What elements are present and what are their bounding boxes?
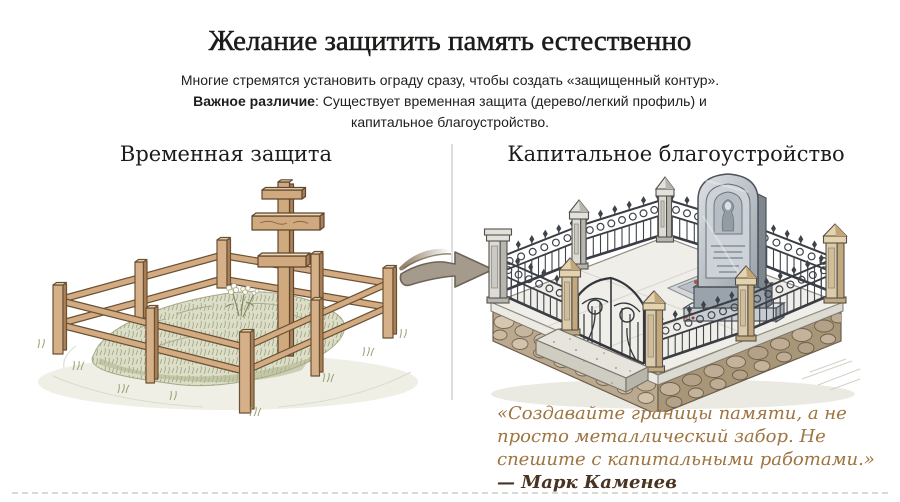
bottom-sketch-line (12, 492, 888, 494)
intro-key-rest: : Существует временная защита (дерево/ле… (314, 93, 707, 130)
entrance-step (534, 328, 650, 394)
wooden-cross-icon (251, 179, 325, 357)
temporary-protection-illustration (37, 179, 418, 417)
grass-tufts (37, 328, 407, 417)
wooden-fence-posts-front (52, 264, 398, 414)
permanent-monument-illustration (483, 173, 861, 412)
intro-key-term: Важное различие (193, 93, 315, 109)
stone-pillars-front (483, 223, 848, 373)
quote-attribution: — Марк Каменев (497, 472, 677, 493)
iron-fence-front (497, 251, 836, 364)
intro-text: Многие стремятся установить ограду сразу… (180, 70, 720, 133)
iron-gate (576, 276, 646, 366)
quote-text: «Создавайте границы памяти, а не просто … (497, 402, 885, 494)
page-title: Желание защитить память естественно (208, 25, 692, 58)
transition-arrow-icon (399, 248, 494, 288)
white-flowers (225, 283, 260, 318)
intro-line: Многие стремятся установить ограду сразу… (180, 72, 720, 88)
quote-body: «Создавайте границы памяти, а не просто … (497, 403, 875, 470)
platform-base (490, 300, 844, 412)
left-column-heading: Временная защита (119, 142, 333, 166)
right-column-heading: Капитальное благоустройство (507, 142, 845, 166)
